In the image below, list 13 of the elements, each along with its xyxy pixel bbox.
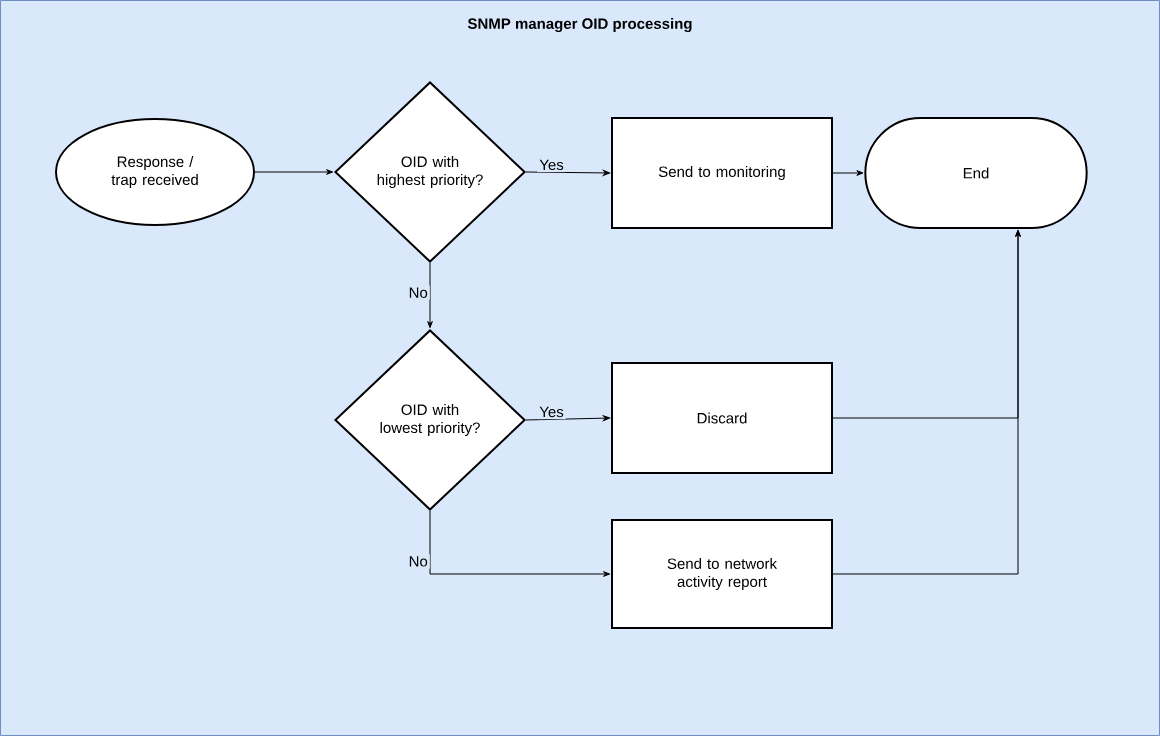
process-box: Send to network activity report — [611, 519, 833, 629]
process-box: Send to monitoring — [611, 117, 833, 229]
title: SNMP manager OID processing — [467, 18, 692, 33]
arrow — [525, 170, 611, 176]
arrow — [832, 229, 1021, 575]
process-box: Discard — [611, 362, 833, 474]
edge-label: No — [406, 285, 430, 300]
edge-label: No — [406, 554, 430, 569]
arrow — [832, 170, 864, 176]
arrow — [427, 262, 433, 329]
arrow — [429, 510, 611, 577]
arrow — [525, 415, 611, 422]
arrow — [254, 169, 334, 175]
